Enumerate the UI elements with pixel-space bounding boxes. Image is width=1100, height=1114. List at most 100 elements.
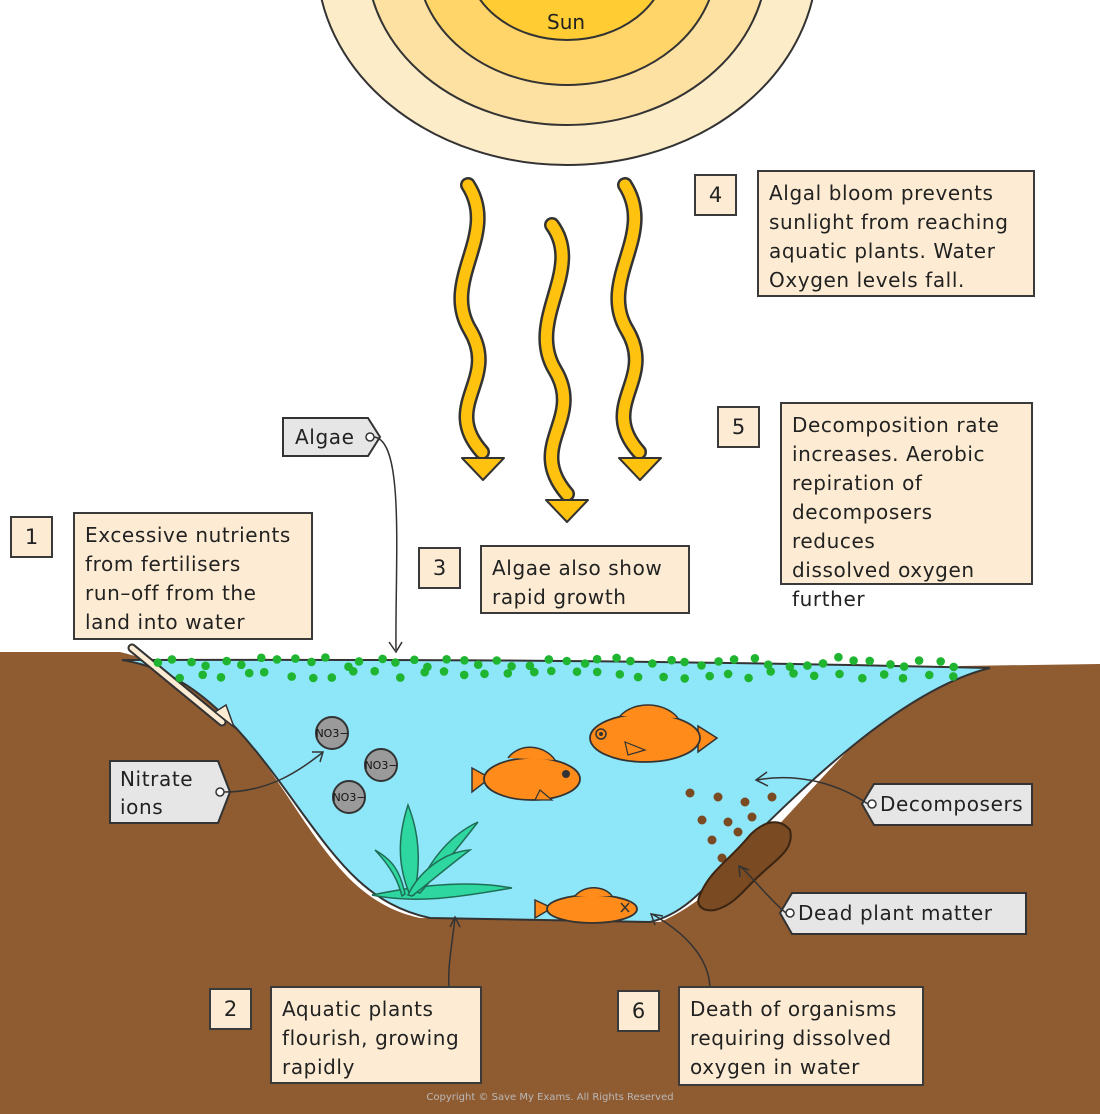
algae-dot — [949, 662, 958, 672]
tag-shapes — [109, 417, 1033, 935]
step-number-1: 1 — [10, 516, 53, 558]
algae-dot — [370, 666, 380, 676]
algae-dot — [391, 658, 400, 667]
algae-dot — [530, 667, 539, 677]
decomposer-particle — [723, 817, 733, 827]
algae-dot — [785, 662, 795, 671]
algae-dot — [750, 654, 760, 663]
algae-dot — [834, 652, 843, 662]
step-number-3: 3 — [418, 547, 461, 589]
algae-dot — [803, 661, 812, 670]
runoff-arrow — [127, 643, 236, 730]
dead-plant-matter — [697, 821, 792, 912]
algae-dot — [244, 668, 254, 678]
step-4-text: Algal bloom prevents sunlight from reach… — [757, 170, 1035, 297]
algae-dot — [525, 661, 535, 671]
step-number-4: 4 — [694, 174, 737, 216]
algae-dot — [865, 656, 874, 666]
algae-dot — [615, 670, 625, 679]
algae-dot — [459, 670, 469, 680]
algae-layer — [153, 652, 958, 683]
algae-dot — [547, 666, 556, 676]
algae-dot — [648, 659, 657, 668]
step-number-2: 2 — [209, 988, 252, 1030]
algae-dot — [272, 655, 282, 664]
sun-ray-right — [610, 177, 662, 481]
algae-dot — [503, 669, 513, 678]
algae-dot — [899, 662, 909, 671]
algae-dot — [766, 667, 775, 676]
algae-dot — [396, 673, 405, 682]
algae-dot — [849, 656, 858, 665]
algae-dot — [898, 673, 908, 683]
algae-dot — [442, 655, 451, 664]
algae-dot — [744, 673, 753, 683]
algae-dot — [492, 656, 502, 665]
algae-dot — [175, 673, 184, 683]
algae-dot — [705, 671, 714, 681]
algae-dot — [659, 672, 668, 682]
algae-dot — [835, 669, 844, 679]
algae-dot — [680, 674, 689, 683]
algae-dot — [237, 660, 246, 670]
algae-dot — [925, 670, 934, 680]
algae-dot — [473, 660, 483, 669]
algae-dot — [201, 661, 210, 671]
decomposer-particle — [707, 835, 717, 845]
algae-dot — [309, 673, 318, 683]
algae-dot — [763, 660, 773, 669]
algae-dot — [291, 654, 300, 663]
nitrate-ions: NO3− NO3− NO3− — [315, 716, 398, 814]
algae-dot — [167, 655, 177, 664]
algae-dot — [507, 662, 516, 671]
algae-dot — [633, 672, 643, 682]
decomposer-particle — [717, 853, 727, 863]
algae-dot — [307, 657, 316, 667]
algae-dot — [697, 661, 706, 670]
sun-label: Sun — [547, 10, 586, 34]
algae-dot — [723, 669, 733, 679]
algae-dot — [354, 657, 364, 666]
algae-dot — [592, 654, 602, 664]
nitrate-ion-label: NO3− — [364, 759, 397, 772]
nitrate-ion-2: NO3− — [364, 748, 398, 782]
algae-dot — [580, 659, 590, 668]
algae-dot — [612, 653, 621, 663]
decomposer-particle — [747, 812, 757, 822]
algae-dot — [378, 654, 387, 664]
fish-dead — [534, 887, 638, 924]
algae-dot — [257, 653, 266, 663]
algae-dot — [216, 673, 226, 682]
algae-dot — [439, 667, 449, 676]
algae-dot — [714, 657, 723, 666]
algae-dot — [572, 667, 582, 676]
decomposer-particle — [685, 788, 695, 798]
algae-dot — [789, 669, 798, 678]
algae-dot — [858, 673, 867, 683]
step-2-text: Aquatic plants flourish, growing rapidly — [270, 986, 482, 1084]
decomposer-particle — [767, 792, 777, 802]
algae-dot — [420, 667, 430, 677]
sun — [320, 0, 814, 166]
algae-dot — [198, 670, 207, 680]
sun-ray-middle — [538, 217, 589, 523]
algae-dot — [153, 658, 163, 667]
algae-dot — [349, 667, 358, 676]
algae-dot — [680, 657, 689, 667]
algae-dot — [327, 673, 337, 682]
dead-plant-tag-label: Dead plant matter — [798, 901, 993, 925]
algae-dot — [287, 672, 297, 681]
nitrate-tag-label: Nitrate ions — [120, 767, 194, 819]
algae-dot — [914, 656, 924, 665]
copyright-notice: Copyright © Save My Exams. All Rights Re… — [426, 1092, 674, 1103]
step-number-5: 5 — [717, 406, 760, 448]
algae-dot — [729, 655, 739, 664]
step-5-text: Decomposition rate increases. Aerobic re… — [780, 402, 1033, 611]
nitrate-ion-3: NO3− — [332, 780, 366, 814]
sun-ray-left — [453, 177, 505, 481]
algae-dot — [187, 657, 196, 667]
algae-tag-label: Algae — [295, 425, 355, 449]
algae-dot — [818, 659, 828, 668]
nitrate-ion-label: NO3− — [332, 791, 365, 804]
algae-dot — [480, 669, 489, 679]
